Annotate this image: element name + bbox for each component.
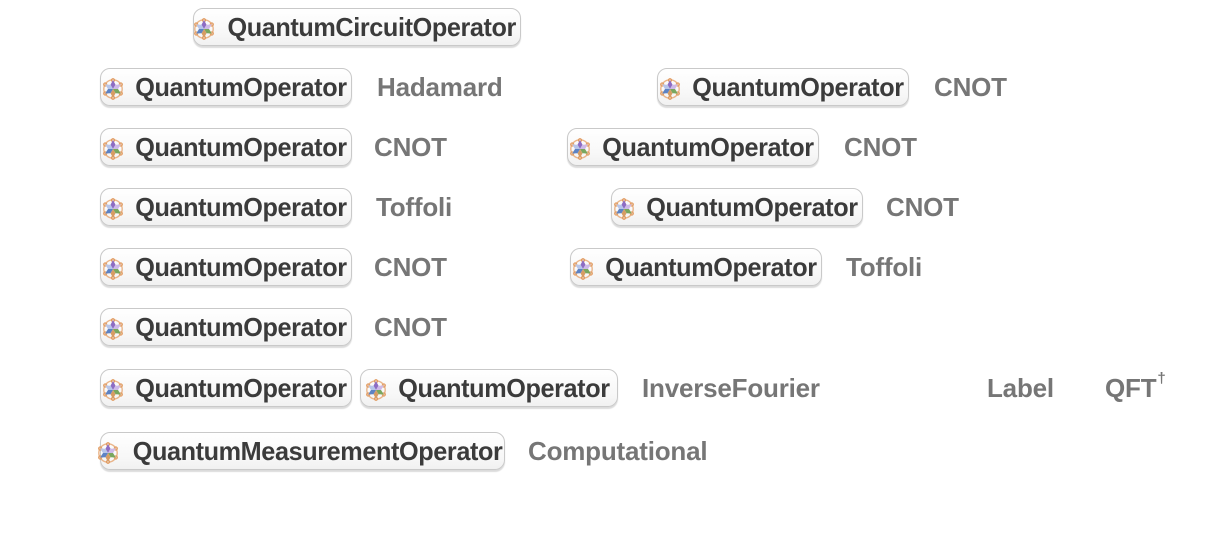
string-argument[interactable]: Toffoli <box>376 191 453 222</box>
function-token-quantumoperator[interactable]: QuantumOperator <box>100 128 352 166</box>
string-argument[interactable]: CNOT <box>844 131 917 162</box>
function-token-label: QuantumOperator <box>135 372 347 403</box>
qft-text: QFT <box>1105 372 1157 403</box>
function-token-label: QuantumMeasurementOperator <box>132 435 503 466</box>
function-token-label: QuantumOperator <box>135 71 347 102</box>
string-argument[interactable]: Toffoli <box>846 251 923 282</box>
function-token-quantumoperator[interactable]: QuantumOperator <box>100 369 352 407</box>
string-argument[interactable]: CNOT <box>934 71 1007 102</box>
string-argument[interactable]: CNOT <box>886 191 959 222</box>
string-argument[interactable]: Hadamard <box>377 71 503 102</box>
function-token-quantummeasurementoperator[interactable]: QuantumMeasurementOperator <box>97 432 505 470</box>
string-argument[interactable]: Computational <box>528 435 708 466</box>
string-argument[interactable]: CNOT <box>374 131 447 162</box>
quantum-paclet-icon <box>569 136 591 161</box>
quantum-paclet-icon <box>102 76 124 101</box>
function-token-label: QuantumCircuitOperator <box>227 11 517 42</box>
string-argument[interactable]: CNOT <box>374 251 447 282</box>
function-token-label: QuantumOperator <box>692 71 904 102</box>
string-argument-qft-label[interactable]: QFT† <box>1105 369 1166 407</box>
quantum-paclet-icon <box>572 256 594 281</box>
function-token-label: QuantumOperator <box>605 251 817 282</box>
string-argument[interactable]: InverseFourier <box>642 372 820 403</box>
quantum-paclet-icon <box>102 316 124 341</box>
function-token-label: QuantumOperator <box>135 251 347 282</box>
function-token-quantumoperator[interactable]: QuantumOperator <box>100 188 352 226</box>
quantum-paclet-icon <box>613 196 635 221</box>
quantum-paclet-icon <box>97 440 119 465</box>
quantum-paclet-icon <box>193 16 215 41</box>
quantum-paclet-icon <box>102 377 124 402</box>
function-token-quantumoperator[interactable]: QuantumOperator <box>611 188 863 226</box>
function-token-quantumoperator[interactable]: QuantumOperator <box>570 248 822 286</box>
function-token-label: QuantumOperator <box>135 311 347 342</box>
function-token-label: QuantumOperator <box>135 191 347 222</box>
function-token-quantumoperator[interactable]: QuantumOperator <box>360 369 618 407</box>
quantum-paclet-icon <box>102 256 124 281</box>
dagger-superscript: † <box>1157 369 1166 387</box>
quantum-paclet-icon <box>102 136 124 161</box>
function-token-quantumoperator[interactable]: QuantumOperator <box>100 248 352 286</box>
function-token-label: QuantumOperator <box>602 131 814 162</box>
quantum-paclet-icon <box>659 76 681 101</box>
function-token-quantumcircuitoperator[interactable]: QuantumCircuitOperator <box>193 8 521 46</box>
function-token-quantumoperator[interactable]: QuantumOperator <box>100 308 352 346</box>
function-token-quantumoperator[interactable]: QuantumOperator <box>657 68 909 106</box>
quantum-paclet-icon <box>365 377 387 402</box>
function-token-label: QuantumOperator <box>398 372 610 403</box>
function-token-label: QuantumOperator <box>135 131 347 162</box>
string-argument[interactable]: CNOT <box>374 311 447 342</box>
function-token-label: QuantumOperator <box>646 191 858 222</box>
string-argument-label-option[interactable]: Label <box>987 372 1054 403</box>
function-token-quantumoperator[interactable]: QuantumOperator <box>100 68 352 106</box>
quantum-paclet-icon <box>102 196 124 221</box>
function-token-quantumoperator[interactable]: QuantumOperator <box>567 128 819 166</box>
